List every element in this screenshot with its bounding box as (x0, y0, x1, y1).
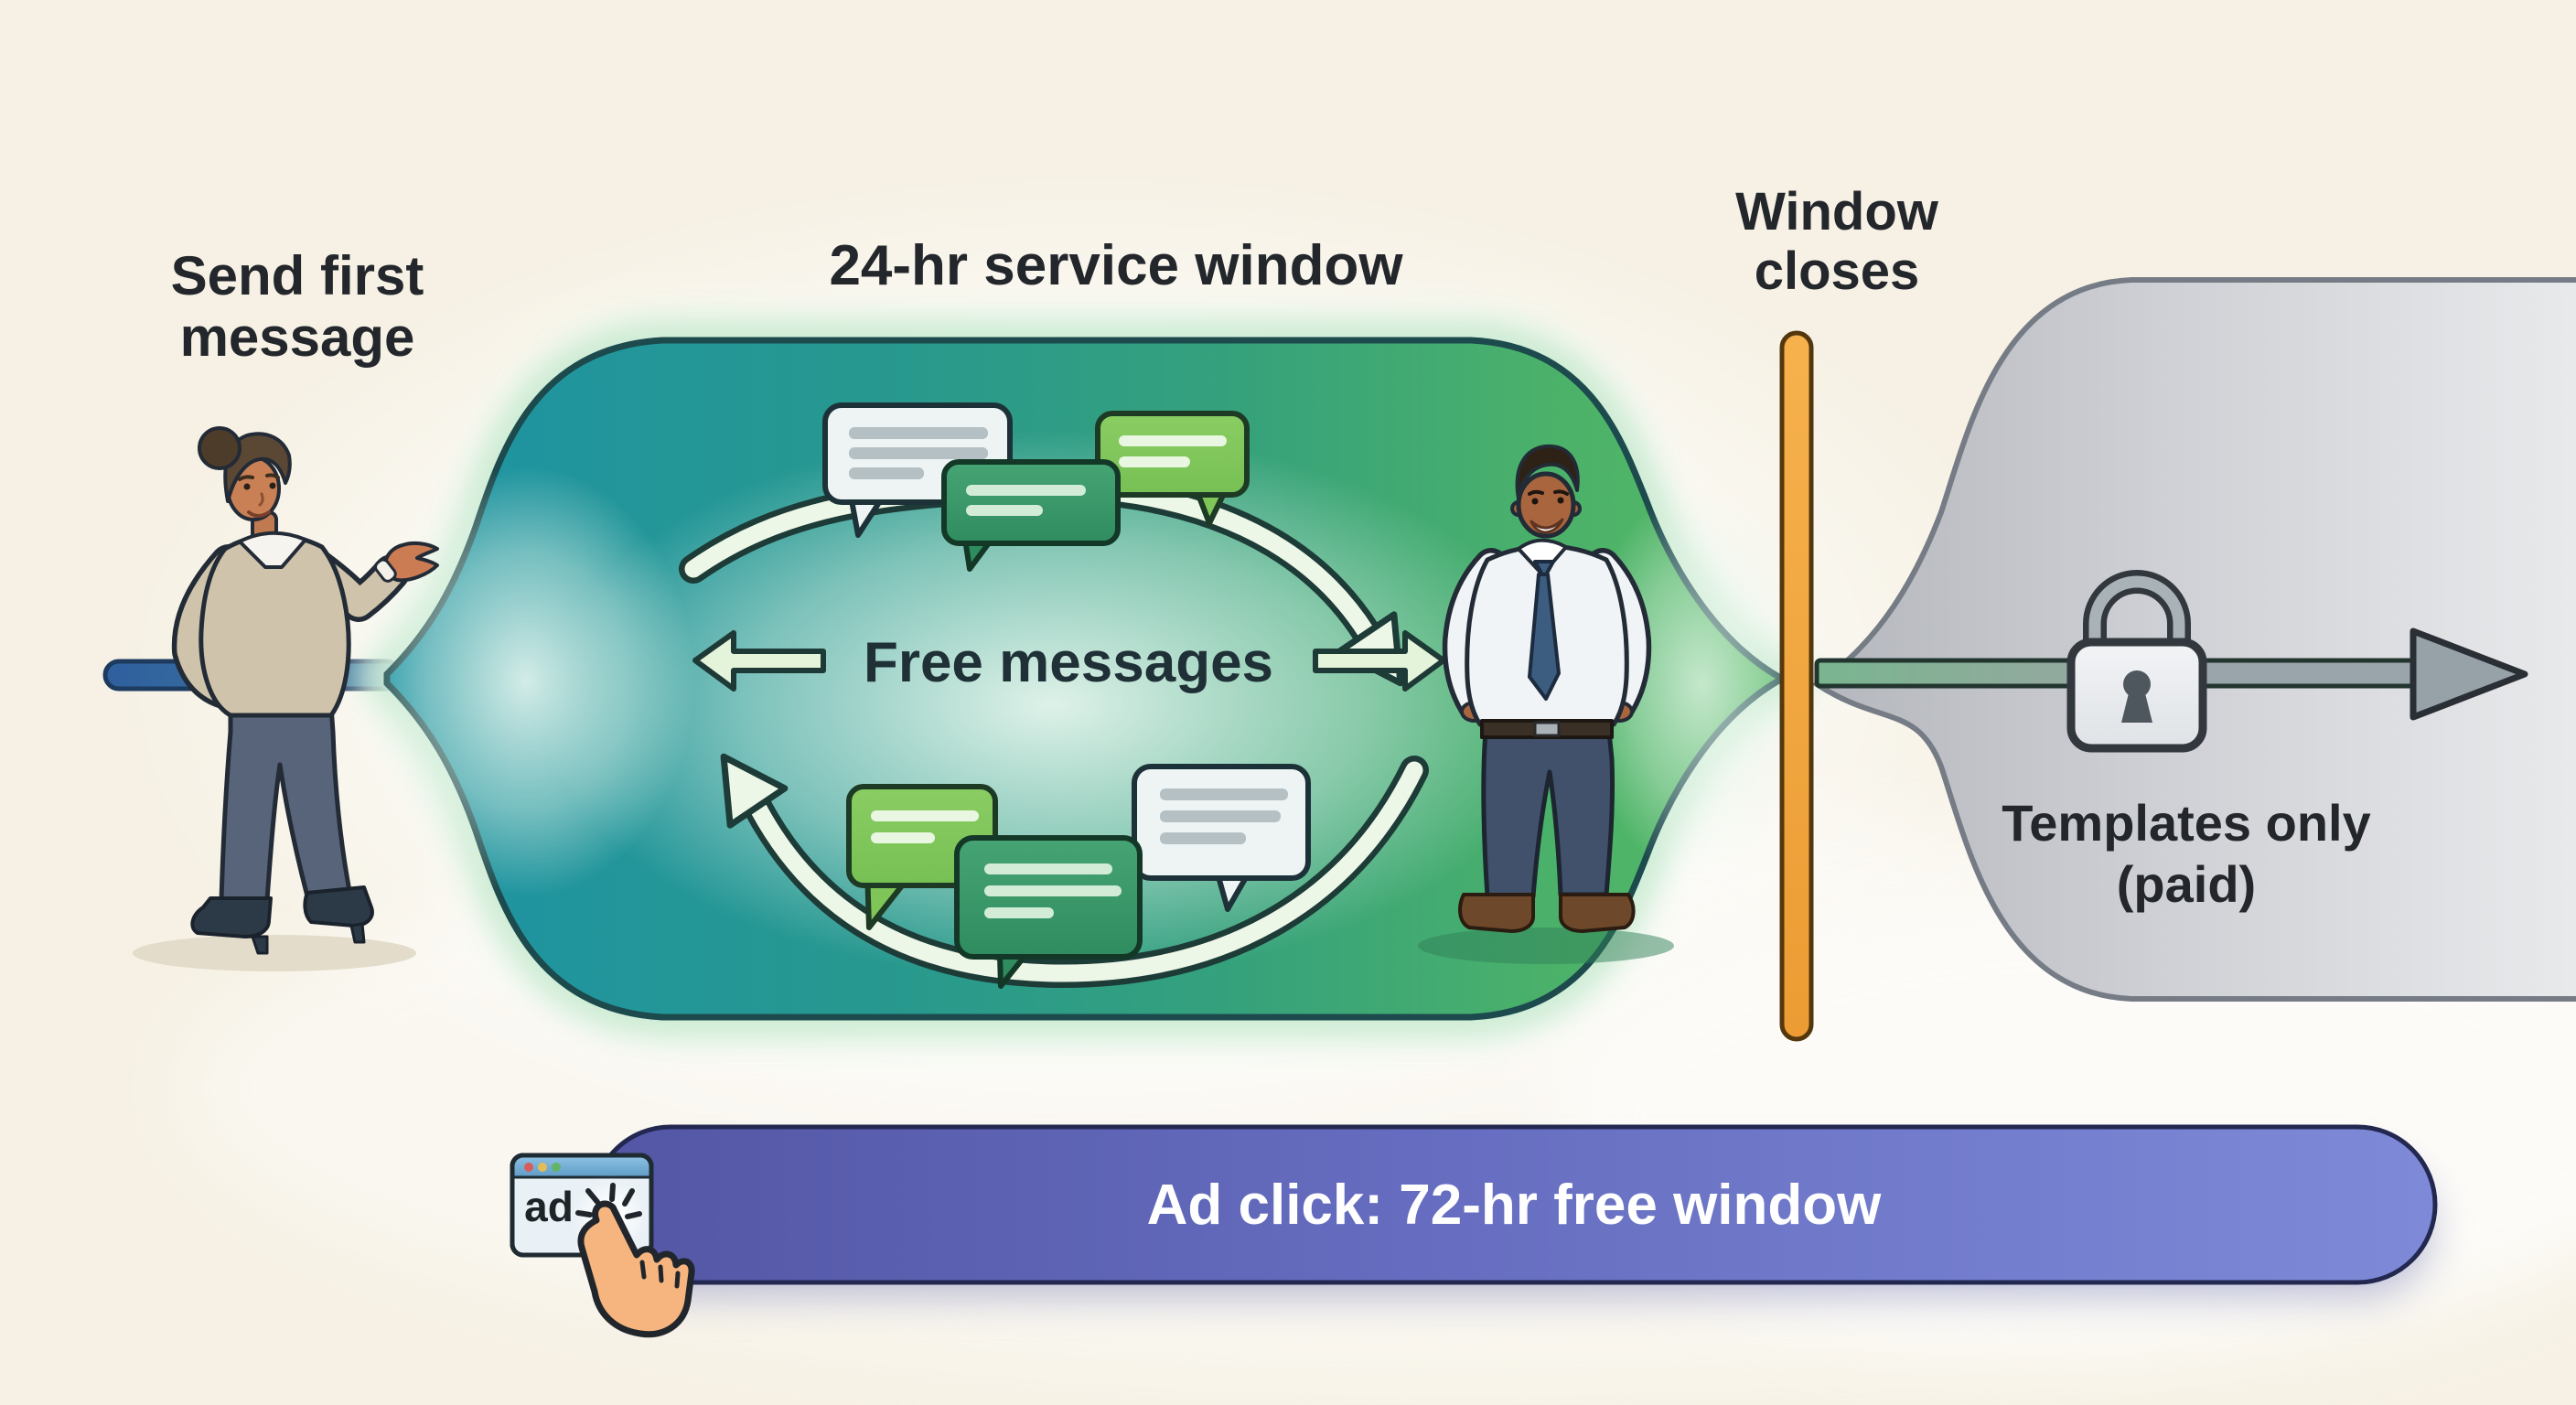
window-close-bar (1779, 330, 1814, 1042)
service-window-title: 24-hr service window (829, 234, 1403, 297)
man-figure (1418, 444, 1674, 964)
chat-bubble-green-bottom (954, 835, 1143, 989)
templates-funnel-shape (1811, 277, 2576, 1002)
chat-bubble-lightgreen-top (1095, 411, 1250, 526)
woman-figure (133, 426, 439, 971)
free-left-arrow-icon (692, 630, 826, 692)
send-first-message-label: Send first message (170, 245, 424, 369)
ad-icon-label: ad (524, 1183, 574, 1230)
lock-icon (2066, 570, 2207, 753)
ad-banner-label: Ad click: 72-hr free window (1146, 1173, 1882, 1237)
templates-only-label: Templates only (paid) (2002, 794, 2371, 914)
window-closes-label: Window closes (1735, 182, 1938, 301)
message-arc-reverse (720, 753, 1429, 989)
chat-bubble-white-bottom (1132, 764, 1311, 912)
ad-window-icon (510, 1153, 654, 1258)
free-right-arrow-icon (1313, 630, 1446, 692)
chat-bubble-green-top (941, 459, 1121, 572)
free-messages-label: Free messages (863, 631, 1274, 694)
hand-cursor-icon (577, 1200, 695, 1338)
